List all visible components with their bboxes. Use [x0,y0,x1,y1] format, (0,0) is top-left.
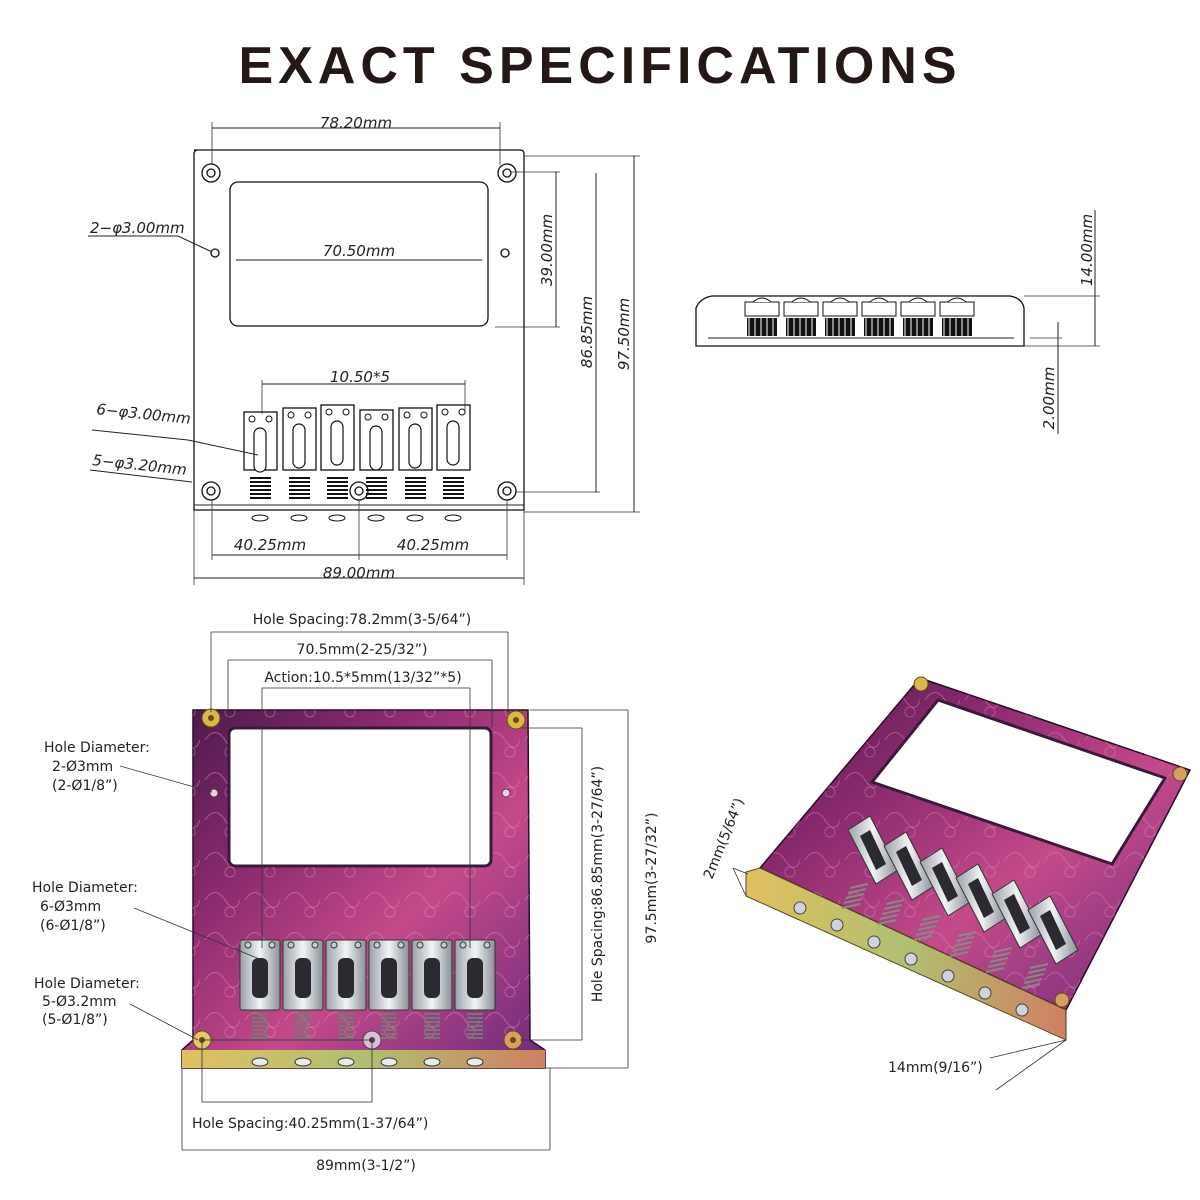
lip-screw [830,918,844,932]
angled-screws [913,676,1188,1008]
saddle-group [243,404,471,522]
photo-saddle [368,939,410,1067]
corner-holes [201,163,517,501]
angled-pickup-window [869,698,1168,866]
dim-plate-width: 89.00mm [323,564,395,582]
dim-half-right: 40.25mm [397,536,469,554]
front-photo: Hole Spacing:78.2mm(3-5/64”) 70.5mm(2-25… [32,612,660,1174]
dim-holes-mount: 5−φ3.20mm [92,451,188,479]
photo-screws [192,708,526,1050]
photo-saddle [411,939,453,1067]
photo-hole-spacing-mid: Hole Spacing:86.85mm(3-27/64”) [590,766,606,1002]
angled-saddle [1021,895,1079,989]
photo-bottom-spacing: Hole Spacing:40.25mm(1-37/64”) [192,1116,428,1132]
saddle [243,411,278,522]
dim-pickup-height: 39.00mm [538,214,556,286]
lip-screw [793,901,807,915]
dim-saddle-spacing: 10.50*5 [330,368,390,386]
pickup-window [229,181,489,327]
side-saddle [939,297,975,336]
hole-inch-2: (6-Ø1/8”) [40,918,106,934]
hole-inch-3: (5-Ø1/8”) [42,1012,108,1028]
saddle [359,409,394,522]
angled-saddle [985,879,1043,973]
dim-holes-small: 2−φ3.00mm [90,219,185,237]
side-saddle [900,297,936,336]
side-view-drawing: 14.00mm 2.00mm [695,210,1100,434]
hole-inch-1: (2-Ø1/8”) [52,778,118,794]
angled-height: 14mm(9/16”) [888,1060,983,1076]
photo-pickup-width: 70.5mm(2-25/32”) [297,642,428,658]
photo-width: 89mm(3-1/2”) [316,1158,416,1174]
angled-thickness: 2mm(5/64”) [701,796,748,882]
lip-screw [904,952,918,966]
angled-saddle [877,831,935,925]
angled-photo: 2mm(5/64”) 14mm(9/16”) [701,676,1192,1091]
hole-value-2: 6-Ø3mm [40,899,101,915]
angled-saddle [949,863,1007,957]
side-saddle [744,297,780,336]
hole-label-2: Hole Diameter: [32,880,138,896]
dim-half-left: 40.25mm [234,536,306,554]
saddle [282,407,317,522]
photo-saddle [239,939,281,1067]
photo-length: 97.5mm(3-27/32”) [644,813,660,944]
hole-value-1: 2-Ø3mm [52,759,113,775]
photo-saddle [325,939,367,1067]
lip-screw [978,986,992,1000]
lip-screw [941,969,955,983]
plate-lip [182,1050,545,1068]
side-saddle-group [744,297,975,336]
photo-saddle [454,939,496,1067]
side-saddle [783,297,819,336]
dim-holes-saddle: 6−φ3.00mm [96,400,192,428]
dim-pickup-width: 70.50mm [323,242,395,260]
angled-saddle-group [793,815,1079,1017]
saddle [320,404,355,522]
dim-side-thickness: 2.00mm [1040,367,1058,430]
saddle [398,407,433,522]
side-saddle [861,297,897,336]
angled-saddle [913,847,971,941]
dim-plate-length: 97.50mm [615,298,633,370]
saddle [436,404,471,522]
hole-label-1: Hole Diameter: [44,740,150,756]
photo-hole-spacing: Hole Spacing:78.2mm(3-5/64”) [253,612,471,628]
lip-screw [1015,1003,1029,1017]
dim-side-height: 14.00mm [1078,214,1096,286]
top-view-drawing: 78.20mm 70.50mm 39.00mm 86.85mm 97.50mm … [88,114,640,585]
hole-label-3: Hole Diameter: [34,976,140,992]
photo-saddle [282,939,324,1067]
page-title: EXACT SPECIFICATIONS [238,37,962,95]
dim-plate-mid: 86.85mm [578,296,596,368]
hole-value-3: 5-Ø3.2mm [42,994,117,1010]
pickup-window-photo [227,726,493,868]
photo-action: Action:10.5*5mm(13/32”*5) [264,670,461,686]
lip-screw [867,935,881,949]
dim-hole-spacing: 78.20mm [320,114,392,132]
photo-saddle-group [239,939,496,1067]
side-saddle [822,297,858,336]
